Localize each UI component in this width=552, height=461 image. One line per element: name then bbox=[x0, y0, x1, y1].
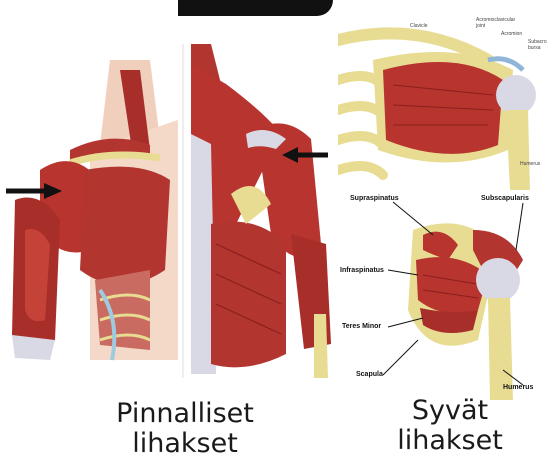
caption-superficial: Pinnalliset lihakset bbox=[60, 399, 310, 459]
label-teres-minor: Teres Minor bbox=[342, 323, 381, 330]
front-shoulder-illustration bbox=[0, 0, 178, 378]
caption-superficial-line1: Pinnalliset bbox=[60, 399, 310, 429]
arrow-icon bbox=[282, 147, 328, 163]
caption-deep-line2: lihakset bbox=[360, 426, 540, 456]
label-scapula: Scapula bbox=[356, 371, 383, 378]
label-supraspinatus: Supraspinatus bbox=[350, 195, 399, 202]
deep-posterior-illustration: Supraspinatus Subscapularis Infraspinatu… bbox=[338, 190, 552, 400]
label-humerus-bottom: Humerus bbox=[503, 384, 533, 391]
divider bbox=[182, 44, 184, 378]
caption-superficial-line2: lihakset bbox=[60, 429, 310, 459]
label-acromion: Acromion bbox=[501, 31, 522, 37]
label-bursa: bursa bbox=[528, 45, 541, 51]
label-infraspinatus: Infraspinatus bbox=[340, 267, 384, 274]
label-joint: joint bbox=[476, 23, 485, 29]
arrow-icon bbox=[6, 182, 62, 200]
label-subscapularis: Subscapularis bbox=[481, 195, 529, 202]
caption-deep: Syvät lihakset bbox=[360, 396, 540, 456]
label-humerus-top: Humerus bbox=[520, 161, 540, 167]
back-shoulder-illustration bbox=[186, 44, 338, 378]
caption-deep-line1: Syvät bbox=[360, 396, 540, 426]
label-clavicle: Clavicle bbox=[410, 23, 428, 29]
pointer-lines bbox=[338, 190, 552, 400]
deep-anterior-illustration: Clavicle Acromioclavicular joint Acromio… bbox=[338, 0, 552, 190]
